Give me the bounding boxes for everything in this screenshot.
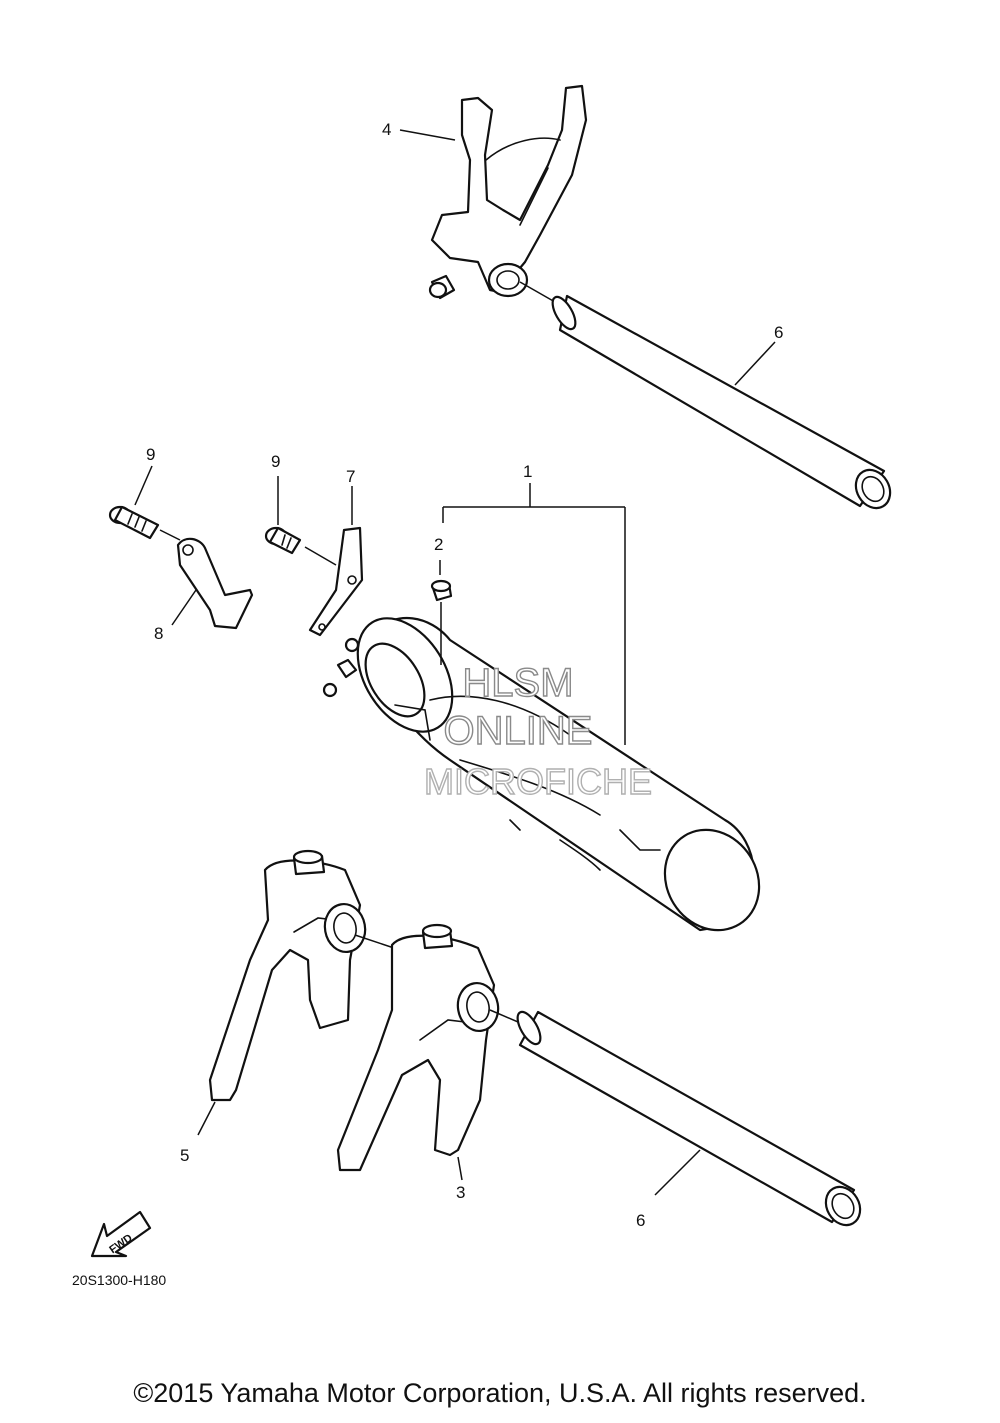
watermark-line-3: MICROFICHE [424,761,652,802]
copyright-notice: ©2015 Yamaha Motor Corporation, U.S.A. A… [133,1378,867,1408]
screw-9-left[interactable] [108,465,181,541]
callout-9-left: 9 [146,445,155,464]
shift-fork-shaft-6-top[interactable] [519,281,897,514]
leader-4 [399,129,456,141]
screw-9-right[interactable] [264,476,337,566]
callout-2: 2 [434,535,443,554]
stopper-plate-7[interactable] [308,486,364,637]
watermark-line-2: ONLINE [444,709,593,753]
pin-2[interactable] [430,560,453,665]
callout-1: 1 [523,462,532,481]
watermark-line-1: HLSM [462,661,573,705]
fwd-arrow-icon: FWD [90,1210,152,1258]
callout-4: 4 [382,120,391,139]
shift-cam-1[interactable] [322,601,778,948]
leader-6-top [734,341,776,386]
callout-5: 5 [180,1146,189,1165]
shift-fork-4[interactable] [428,84,588,300]
callout-3: 3 [456,1183,465,1202]
shift-fork-shaft-6-bottom[interactable] [489,1008,867,1231]
callout-6-bottom: 6 [636,1211,645,1230]
callout-8: 8 [154,624,163,643]
callout-bracket-1 [442,483,626,745]
callout-6-top: 6 [774,323,783,342]
callout-7: 7 [346,467,355,486]
shift-fork-3[interactable] [336,923,502,1181]
diagram-code: 20S1300-H180 [72,1272,166,1288]
segment-plate-8[interactable] [171,537,254,630]
callout-9-right: 9 [271,452,280,471]
shift-fork-5[interactable] [197,849,401,1136]
watermark: HLSM ONLINE MICROFICHE [423,660,652,802]
